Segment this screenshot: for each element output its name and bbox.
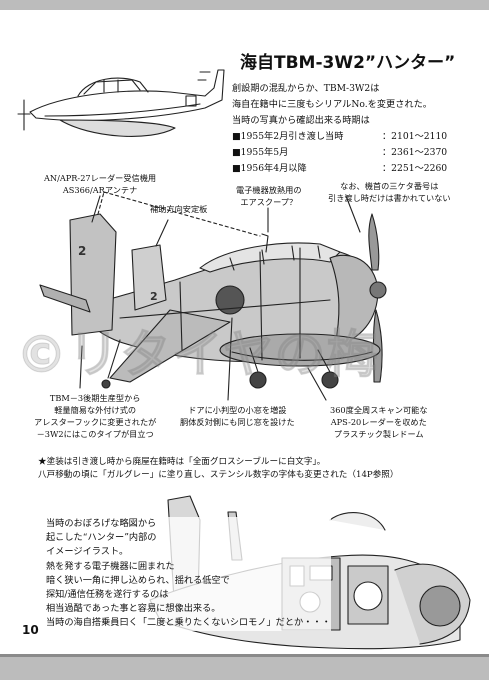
intro-line: 創設期の混乱からか、TBM-3W2は — [232, 83, 380, 94]
caption-line: イメージイラスト。 — [46, 546, 129, 558]
callout-line: プラスチック製レドーム — [333, 429, 424, 439]
intro-line: 当時の写真から確認出来る時期は — [232, 115, 370, 126]
scheme-line: ★塗装は引き渡し時から廃屋在籍時は「全面グロスシーブルーに白文字」。 — [38, 457, 326, 467]
caption-line: 当時の海自搭乗員曰く「二度と乗りたくないシロモノ」だとか・・・ — [46, 617, 331, 629]
callout-arrester-hook: TBM－3後期生産型から 軽量簡易な外付け式の アレスターフックに変更されたが … — [34, 392, 156, 440]
caption-line: 探知/通信任務を遂行するのは — [46, 589, 169, 601]
callout-line: なお、機首の三ケタ番号は — [340, 181, 439, 191]
callout-radar-antenna: AN/APR-27レーダー受信機用 AS366/ARアンテナ — [44, 172, 156, 196]
caption-line: 相当過酷であった事と容易に想像出来る。 — [46, 603, 221, 615]
watermark: ©リタイヤの梅 — [15, 326, 379, 386]
caption-line: 当時のおぼろげな略図から — [46, 518, 157, 529]
serial-date-row: ■1955年2月引き渡し当時 ：2101～2110 — [232, 129, 447, 145]
callout-line: 電子機器放熱用の — [236, 185, 302, 195]
serial-range: ：2101～2110 — [382, 131, 448, 142]
callout-line: 胴体反対側にも同じ窓を設けた — [180, 417, 295, 427]
intro-text: 創設期の混乱からか、TBM-3W2は 海自在籍中に三度もシリアルNo.を変更され… — [232, 81, 447, 177]
main-aircraft-drawing — [39, 191, 387, 389]
callout-line: エアスクープ？ — [240, 197, 298, 207]
callout-serial-note: なお、機首の三ケタ番号は 引き渡し時だけは書かれていない — [328, 180, 451, 204]
serial-date-label: ■1955年5月 — [232, 147, 289, 158]
page-number: 10 — [22, 623, 39, 637]
serial-date-row: ■1955年5月 ：2361～2370 — [232, 145, 447, 161]
callout-line: 360度全周スキャン可能な — [330, 405, 428, 415]
callout-line: 補助方向安定板 — [150, 204, 208, 214]
intro-line: 海自在籍中に三度もシリアルNo.を変更された。 — [232, 99, 432, 110]
callout-leaders — [79, 195, 361, 401]
cutaway-caption: 当時のおぼろげな略図から 起こした“ハンター”内部の イメージイラスト。 熱を発… — [46, 517, 331, 631]
serial-date-label: ■1956年4月以降 — [232, 163, 307, 174]
callout-window: ドアに小判型の小窓を増設 胴体反対側にも同じ窓を設けた — [180, 404, 295, 428]
callout-line: 引き渡し時だけは書かれていない — [328, 193, 451, 203]
bottom-margin-bar — [0, 657, 489, 680]
fuselage-marking: 2 — [150, 290, 158, 303]
serial-date-label: ■1955年2月引き渡し当時 — [232, 131, 344, 142]
callout-line: アレスターフックに変更されたが — [34, 417, 157, 427]
scheme-line: 八戸移動の頃に「ガルグレー」に塗り直し、ステンシル数字の字体も変更された（14P… — [38, 470, 399, 480]
caption-line: 熱を発する電子機器に囲まれた — [46, 560, 175, 572]
top-margin-bar — [0, 0, 489, 10]
callout-air-scoop: 電子機器放熱用の エアスクープ？ — [236, 184, 302, 208]
bottom-rule — [0, 654, 489, 657]
callout-line: AS366/ARアンテナ — [62, 185, 138, 195]
callout-aux-stabilizer: 補助方向安定板 — [150, 203, 207, 215]
serial-date-row: ■1956年4月以降 ：2251～2260 — [232, 161, 447, 177]
callout-line: AN/APR-27レーダー受信機用 — [44, 173, 157, 183]
callout-radome: 360度全周スキャン可能な APS-20レーダーを収めた プラスチック製レドーム — [330, 404, 428, 440]
tail-marking: 2 — [78, 244, 87, 258]
callout-line: TBM－3後期生産型から — [49, 393, 141, 403]
small-side-view-aircraft — [17, 69, 225, 137]
callout-line: －3W2にはこのタイプが目立つ — [36, 429, 154, 439]
callout-line: ドアに小判型の小窓を増設 — [188, 405, 287, 415]
callout-line: 軽量簡易な外付け式の — [54, 405, 137, 415]
caption-line: 起こした“ハンター”内部の — [46, 532, 157, 544]
paint-scheme-note: ★塗装は引き渡し時から廃屋在籍時は「全面グロスシーブルーに白文字」。 八戸移動の… — [38, 456, 398, 482]
callout-line: APS-20レーダーを収めた — [330, 417, 427, 427]
serial-range: ：2361～2370 — [382, 147, 448, 158]
page-title: 海自TBM-3W2”ハンター” — [240, 53, 456, 73]
serial-range: ：2251～2260 — [382, 163, 448, 174]
caption-line: 暗く狭い一角に押し込められ、揺れる低空で — [46, 574, 230, 586]
